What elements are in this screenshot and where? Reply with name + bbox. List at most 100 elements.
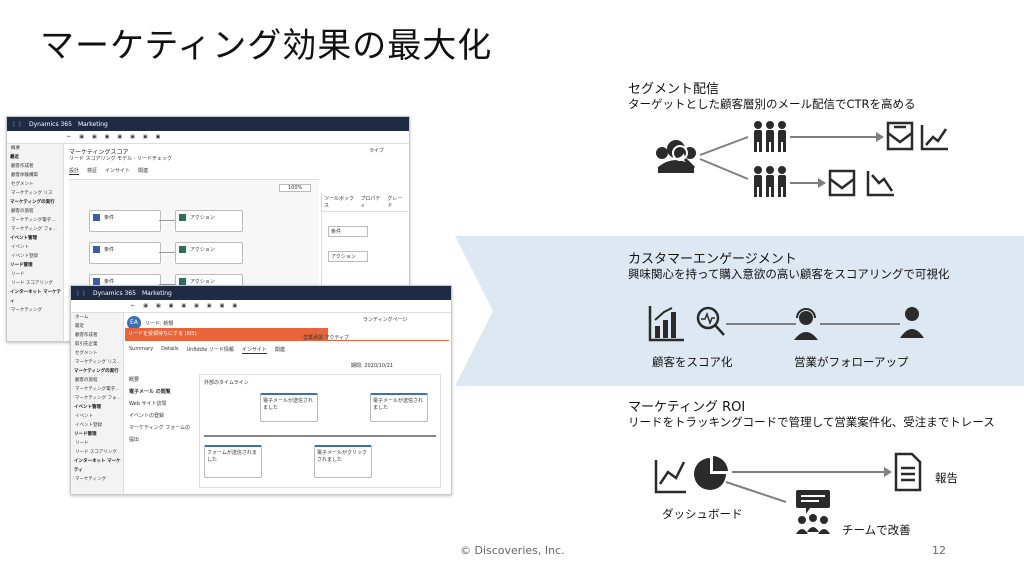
stage-label[interactable]: 営業承認 アクティブ — [303, 335, 350, 341]
tab-summary[interactable]: Summary — [129, 346, 154, 352]
nav-item[interactable]: マーケティング電子... — [11, 218, 56, 223]
app-name: Dynamics 365 — [29, 120, 72, 128]
nav-item[interactable]: マーケティング — [11, 308, 43, 313]
date-filter[interactable]: 期間: 2020/10/21 — [351, 363, 394, 369]
nav-header: イベント管理 — [74, 405, 101, 410]
nav-pane: 概要 最近 顧客作成者 顧客体験構築 セグメント マーケティング リス マーケテ… — [7, 144, 64, 341]
timeline-panel: 外部のタイムライン 電子メールが送信されました 電子メールが送信されました フォ… — [199, 374, 441, 488]
report-icon — [894, 452, 922, 492]
engagement-diagram — [648, 306, 924, 342]
nav-item[interactable]: 顧客の旅程 — [75, 378, 98, 383]
tab-design[interactable]: 設計 — [69, 168, 80, 175]
tab-lead-info[interactable]: Unfiddle リード情報 — [186, 347, 234, 353]
condition-node[interactable]: 条件 — [89, 210, 161, 232]
label-followup: 営業がフォローアップ — [794, 355, 909, 369]
nav-item[interactable]: マーケティング リス... — [75, 360, 121, 365]
insight-item[interactable]: 電子メール の閲覧 — [129, 389, 171, 395]
nav-item[interactable]: セグメント — [75, 351, 98, 356]
nav-item[interactable]: リード — [75, 441, 89, 446]
nav-item[interactable]: イベント — [75, 414, 93, 419]
nav-item[interactable]: リード — [11, 272, 25, 277]
group-icon — [754, 121, 786, 152]
nav-item[interactable]: セグメント — [11, 182, 34, 187]
support-agent-icon — [794, 308, 818, 340]
nav-item[interactable]: 顧客の旅程 — [11, 209, 34, 214]
line-chart-icon — [654, 460, 686, 494]
waffle-icon[interactable]: ⋮⋮ — [75, 289, 87, 297]
top-right-field: ランディングページ — [363, 317, 408, 323]
insight-item[interactable]: イベントの登録 — [129, 413, 165, 419]
label-dashboard: ダッシュボード — [662, 507, 743, 521]
trend-up-icon — [920, 125, 948, 151]
nav-item[interactable]: 顧客作成者 — [11, 164, 34, 169]
segment-title: セグメント配信 — [628, 82, 720, 97]
nav-header: マーケティングの実行 — [74, 369, 119, 374]
nav-item[interactable]: マーケティング — [75, 477, 107, 482]
insight-item[interactable]: マーケティング フォームの提出 — [129, 425, 191, 443]
record-subtitle: リード スコアリング モデル · リードチェック — [69, 156, 172, 162]
action-node[interactable]: アクション — [175, 210, 243, 232]
nav-item[interactable]: マーケティング フォ... — [75, 396, 121, 401]
app-area: Marketing — [141, 289, 172, 297]
nav-item[interactable]: リード スコアリング — [75, 450, 117, 455]
waffle-icon[interactable]: ⋮⋮ — [11, 120, 23, 128]
mail-icon — [828, 169, 856, 197]
roi-desc: リードをトラッキングコードで管理して営業案件化、受注までトレース — [628, 415, 995, 429]
timeline-event[interactable]: 電子メールがクリックされました — [314, 445, 372, 478]
nav-item[interactable]: マーケティング フォ... — [11, 227, 57, 232]
timeline-event[interactable]: 電子メールが送信されました — [260, 393, 318, 422]
zoom-select[interactable]: 100% — [279, 184, 312, 192]
nav-item[interactable]: 顧客体験構築 — [11, 173, 38, 178]
record-tabs: Summary Details Unfiddle リード情報 インサイト 関連 — [129, 346, 285, 354]
tab-details[interactable]: Details — [161, 346, 179, 352]
team-chat-icon — [796, 490, 830, 534]
tab-insights[interactable]: インサイト — [241, 347, 267, 354]
nav-item[interactable]: 取引先企業 — [75, 342, 98, 347]
record-title: リード: 新規 — [145, 321, 174, 327]
nav-item[interactable]: イベント登録 — [11, 254, 38, 259]
segment-diagram — [656, 121, 948, 197]
toolbox-item[interactable]: アクション — [328, 251, 368, 262]
tab-validate[interactable]: 検証 — [87, 168, 98, 174]
tab-properties[interactable]: プロパティ — [360, 196, 381, 209]
nav-header: リード管理 — [74, 432, 97, 437]
timeline-title: 外部のタイムライン — [204, 380, 249, 386]
roi-title: マーケティング ROI — [628, 400, 746, 415]
engagement-title: カスタマーエンゲージメント — [628, 252, 797, 267]
command-bar: ←▣▣▣▣▣▣▣ — [7, 131, 409, 144]
tab-related[interactable]: 関連 — [138, 168, 149, 174]
insight-item[interactable]: 概要 — [129, 377, 140, 383]
insight-item[interactable]: Web サイト訪問 — [129, 401, 167, 407]
tab-insights[interactable]: インサイト — [105, 168, 131, 174]
status-bar[interactable]: リードを受領待ちにする (8日) — [125, 328, 328, 340]
condition-node[interactable]: 条件 — [89, 242, 161, 264]
tab-grade[interactable]: グレード — [387, 196, 403, 209]
timeline-axis — [204, 435, 436, 437]
nav-pane: ホーム 最近 顧客作成者 取引先企業 セグメント マーケティング リス... マ… — [71, 313, 124, 494]
nav-header: リード管理 — [10, 263, 33, 268]
engagement-desc: 興味関心を持って購入意欲の高い顧客をスコアリングで可視化 — [628, 267, 950, 281]
label-team: チームで改善 — [842, 523, 911, 537]
timeline-event[interactable]: 電子メールが送信されました — [370, 393, 428, 422]
label-score: 顧客をスコア化 — [652, 355, 733, 369]
nav-header: マーケティングの実行 — [10, 200, 55, 205]
nav-item[interactable]: ホーム — [75, 315, 89, 320]
nav-item[interactable]: 顧客作成者 — [75, 333, 98, 338]
nav-item[interactable]: 概要 — [11, 146, 20, 151]
status-label: ライブ — [369, 148, 385, 154]
action-node[interactable]: アクション — [175, 242, 243, 264]
app-name: Dynamics 365 — [93, 289, 136, 297]
group-icon — [754, 166, 786, 197]
nav-item[interactable]: マーケティング リス — [11, 191, 53, 196]
nav-item[interactable]: イベント — [11, 245, 29, 250]
command-bar: ←▣▣▣▣▣▣▣▣ — [71, 300, 451, 313]
timeline-event[interactable]: フォームが送信されました — [204, 445, 262, 478]
nav-item[interactable]: 最近 — [75, 324, 84, 329]
tab-toolbox[interactable]: ツールボックス — [324, 196, 355, 209]
nav-item[interactable]: マーケティング電子... — [75, 387, 120, 392]
toolbox-item[interactable]: 条件 — [328, 226, 368, 237]
nav-item[interactable]: リード スコアリング — [11, 281, 53, 286]
nav-item[interactable]: イベント登録 — [75, 423, 102, 428]
avatar: EA — [127, 316, 141, 330]
tab-related[interactable]: 関連 — [274, 347, 285, 353]
